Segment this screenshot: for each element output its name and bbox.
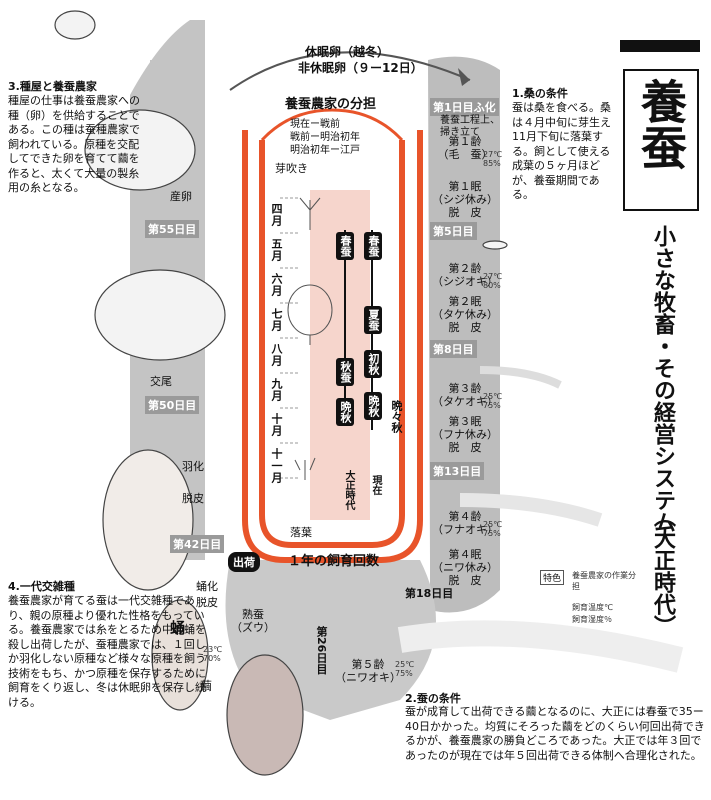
day-50: 第50日目 (145, 396, 200, 414)
stage-pupa-molt: 脱皮 (196, 596, 218, 609)
day-8: 第8日目 (430, 340, 477, 358)
month-september: 九月 (270, 378, 283, 402)
day-18: 第18日目 (405, 587, 454, 600)
era-taisho: 大正時代 (343, 470, 354, 510)
day-26: 第26日目 (315, 626, 328, 675)
stage-emergence: 羽化 (182, 460, 204, 473)
fallen-label: 落葉 (290, 526, 312, 539)
month-august: 八月 (270, 343, 283, 367)
month-july: 七月 (270, 308, 283, 332)
stage-pupation: 蛹化 (196, 580, 218, 593)
legend-line-3: 明治初年ー江戸 (290, 145, 360, 156)
legend-line-temp: 飼育温度℃ (572, 603, 613, 612)
season-banshu-2: 晩秋 (364, 392, 382, 420)
subtitle: 小さな牧畜・その経営システム (650, 225, 676, 533)
temp-5: 25℃ 75% (395, 660, 415, 678)
legend-tag: 特色 (540, 570, 565, 585)
stage-4th-instar: 第４齢 （フナオキ） (432, 510, 498, 536)
stage-2nd-instar: 第２齢 （シジオキ） (432, 262, 498, 288)
note-4-body: 養蚕農家が育てる蚕は一代交雑種であり、親の原種より優れた性格をもっている。養蚕農… (8, 594, 206, 709)
season-natsu: 夏蚕 (364, 306, 382, 334)
stage-1st-instar: 第１齢 （毛 蚕） (437, 135, 493, 161)
stage-pupa: 蛹 (168, 620, 186, 635)
month-november: 十一月 (270, 448, 283, 484)
temp-3: 25℃ 75% (483, 392, 503, 410)
month-may: 五月 (270, 238, 283, 262)
bud-label: 芽吹き (275, 162, 308, 175)
stage-cocoon: 繭 (200, 679, 213, 693)
day-5: 第5日目 (430, 222, 477, 240)
main-title: 養蚕 (634, 78, 688, 170)
note-4-title: 4.一代交雑種 (8, 580, 75, 593)
egg-arc-arrow (229, 51, 471, 91)
note-3-title: 3.種屋と養蚕農家 (8, 80, 97, 93)
silkworm-drawings (54, 10, 684, 776)
nondormant-egg-label: 非休眠卵（９ー12日） (298, 61, 423, 75)
annual-count-label: １年の飼育回数 (288, 554, 380, 569)
stage-5th-instar: 第５齢 （ニワオキ） (335, 658, 401, 684)
season-haru-2: 春蚕 (364, 232, 382, 260)
day-13: 第13日目 (430, 462, 485, 480)
temp-6: 23℃ 70% (203, 645, 223, 663)
note-1-title: 1.桑の条件 (512, 87, 568, 100)
mulberry-tree-drawings (287, 197, 333, 480)
note-2-title: 2.蚕の条件 (405, 692, 461, 705)
shipping-badge: 出荷 (228, 552, 260, 572)
season-banshu-1: 晩秋 (336, 398, 354, 426)
season-aki: 秋蚕 (336, 358, 354, 386)
temp-4: 25℃ 75% (483, 520, 503, 538)
stage-mating: 交尾 (150, 375, 172, 388)
day-1: 第1日目ふ化 (430, 98, 499, 116)
dormant-egg-label: 休眠卵（越冬） (305, 45, 390, 59)
legend-line-1: 現在ー戦前 (290, 119, 340, 130)
title-frame (623, 69, 699, 211)
title-bar (620, 40, 700, 52)
note-1-body: 蚕は桑を食べる。桑は４月中旬に芽生え11月下旬に落葉する。飼として使える成葉の５… (512, 101, 611, 201)
era-present: 現在 (370, 475, 381, 495)
stage-3rd-instar: 第３齢 （タケオキ） (432, 382, 498, 408)
stage-mature: 熟蚕 （ズウ） (231, 608, 275, 634)
season-haru-1: 春蚕 (336, 232, 354, 260)
note-2-body: 蚕が成育して出荷できる繭となるのに、大正には春蚕で35ー40日かかった。均質にそ… (405, 705, 705, 762)
legend-line-duties: 養蚕農家の作業分担 (572, 571, 636, 591)
legend-line-2: 戦前ー明治初年 (290, 132, 360, 143)
stage-3rd-molt: 第３眠 （フナ休み） 脱 皮 (432, 415, 498, 454)
day-42: 第42日目 (170, 535, 225, 553)
orange-u-outer (242, 130, 423, 563)
note-3-body: 種屋の仕事は養蚕農家への種（卵）を供給することである。この種は蚕種農家で飼われて… (8, 94, 140, 194)
legend-line-humidity: 飼育湿度％ (572, 615, 612, 624)
era-label: （大正時代） (650, 505, 676, 637)
season-shoshu: 初秋 (364, 350, 382, 378)
temp-2: 27℃ 80% (483, 272, 503, 290)
stage-4th-molt: 第４眠 （ニワ休み） 脱 皮 (432, 548, 498, 587)
month-april: 四月 (270, 203, 283, 227)
month-june: 六月 (270, 273, 283, 297)
temp-1: 27℃ 85% (483, 150, 503, 168)
stage-2nd-molt: 第２眠 （タケ休み） 脱 皮 (432, 295, 498, 334)
month-october: 十月 (270, 413, 283, 437)
center-heading: 養蚕農家の分担 (285, 97, 377, 112)
stage-laying: 産卵 (170, 190, 192, 203)
day-1-note: 養蚕工程上、 掃き立て (440, 115, 500, 138)
day-55: 第55日目 (145, 220, 200, 238)
stage-emergence-molt: 脱皮 (182, 492, 204, 505)
orange-u-inner (259, 140, 405, 548)
stage-1st-molt: 第１眠 （シジ休み） 脱 皮 (432, 180, 498, 219)
season-banbanshu: 晩々秋 (390, 400, 403, 433)
